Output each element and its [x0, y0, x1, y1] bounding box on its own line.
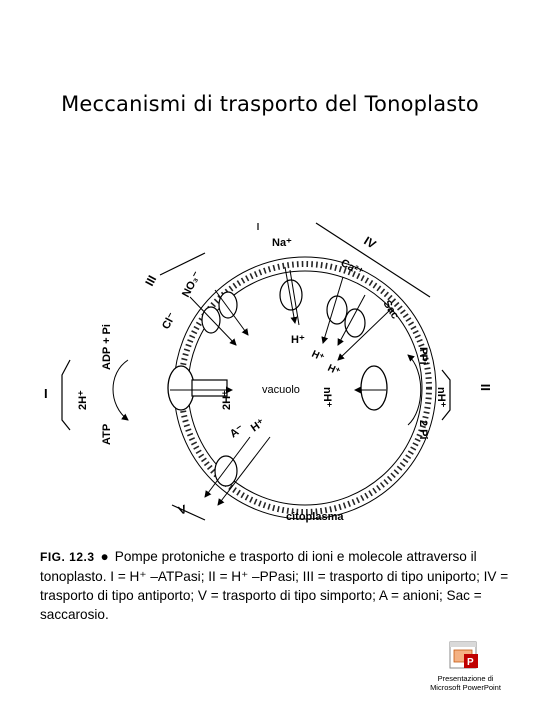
- powerpoint-label: Presentazione di Microsoft PowerPoint: [418, 674, 513, 692]
- group-III-ion-2: NO₃⁻: [180, 269, 204, 299]
- powerpoint-label-line1: Presentazione di: [437, 674, 494, 683]
- carrier-Sac: [344, 308, 366, 338]
- pump-I-roman: I: [44, 386, 48, 401]
- group-V-solute-2: Sac: [380, 298, 401, 321]
- pump-II-protein: [360, 365, 388, 411]
- pump-I-product: ADP + Pi: [101, 324, 113, 370]
- tonoplast-transport-diagram: vacuolo citoplasma I 2H⁺ ATP ADP + Pi 2H…: [44, 222, 493, 523]
- group-V-cotransport-ion: H⁺: [249, 417, 267, 435]
- svg-text:P: P: [467, 657, 474, 668]
- group-V-roman: V: [176, 502, 188, 518]
- group-IV-roman: IV: [361, 234, 378, 252]
- carrier-Cl: [201, 306, 221, 334]
- figure-caption: FIG. 12.3 ●Pompe protoniche e trasporto d…: [40, 547, 510, 624]
- group-IV-ion-1: Na⁺: [272, 237, 292, 249]
- pump-I-protein: [167, 365, 195, 411]
- group-V-solute-1: A⁻: [228, 423, 246, 441]
- compartment-citoplasma: citoplasma: [286, 511, 344, 523]
- pump-II-roman: II: [478, 384, 493, 391]
- pump-I-proton-in: 2H⁺: [221, 390, 233, 410]
- transport-proteins: [167, 279, 388, 487]
- pump-II-product: 2 Pi: [417, 420, 429, 440]
- group-III-roman: III: [142, 273, 159, 288]
- figure-label: FIG. 12.3: [40, 550, 95, 564]
- carrier-Na: [279, 279, 303, 311]
- group-IV-counter-ion: H⁺: [291, 334, 305, 346]
- flux-arrows: [112, 266, 422, 506]
- pump-I-proton-out: 2H⁺: [77, 390, 89, 410]
- pump-II-proton-in: nH⁺: [321, 387, 333, 408]
- powerpoint-icon[interactable]: P: [448, 638, 482, 672]
- compartment-vacuolo: vacuolo: [262, 384, 300, 396]
- group-IV-counter-ion-3: H⁺: [326, 363, 342, 378]
- carrier-anion: [214, 455, 238, 487]
- pump-II-proton-out: nH⁺: [435, 387, 447, 408]
- group-brackets: [61, 222, 451, 521]
- pump-I-substrate: ATP: [101, 424, 113, 445]
- powerpoint-label-line2: Microsoft PowerPoint: [430, 683, 501, 692]
- group-III-ion-1: Cl⁻: [160, 311, 179, 332]
- carrier-NO3: [218, 291, 238, 319]
- group-IV-counter-ion-2: H⁺: [310, 349, 326, 364]
- caption-bullet: ●: [100, 549, 109, 564]
- caption-text: Pompe protoniche e trasporto di ioni e m…: [40, 549, 509, 622]
- pump-II-substrate: PPi: [417, 347, 429, 365]
- group-IV-ion-2: Ca²⁺: [339, 257, 366, 279]
- slide-title: Meccanismi di trasporto del Tonoplasto: [61, 92, 479, 116]
